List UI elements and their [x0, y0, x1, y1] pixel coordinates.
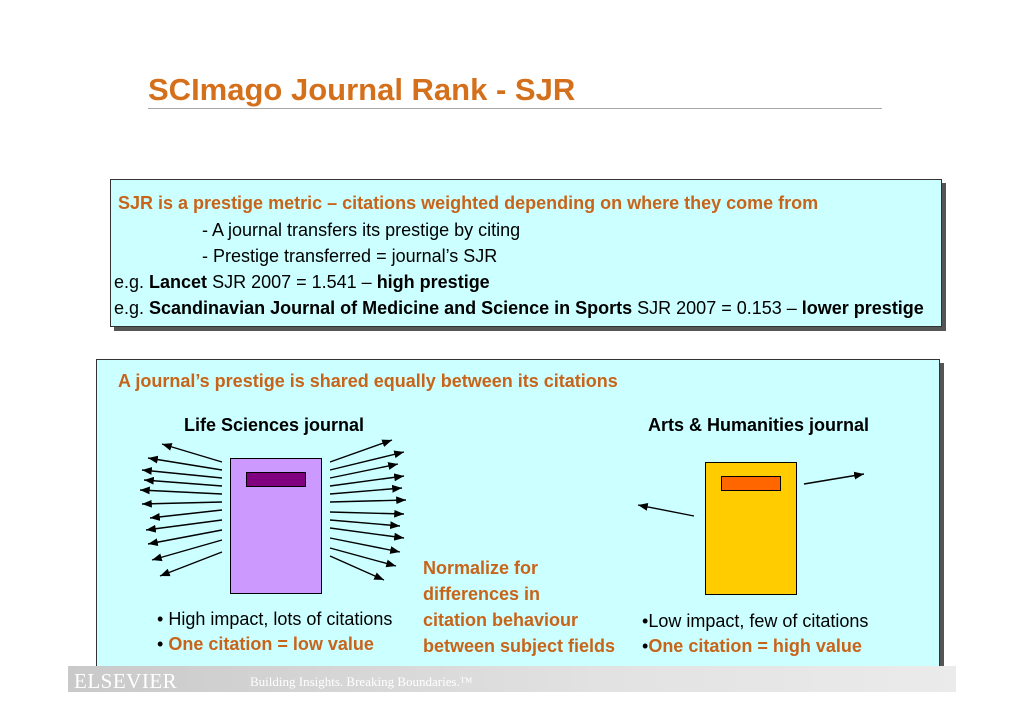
- citation-arrow: [329, 509, 405, 518]
- journal-name: Scandinavian Journal of Medicine and Sci…: [149, 298, 633, 318]
- title-rule: [148, 108, 882, 109]
- right-point-2: •One citation = high value: [642, 636, 862, 657]
- citation-arrow: [329, 547, 397, 568]
- point-text: One citation = low value: [168, 634, 374, 654]
- normalize-note-3: citation behaviour: [423, 610, 579, 630]
- right-point-1: •Low impact, few of citations: [642, 611, 868, 632]
- left-point-2: • One citation = low value: [157, 634, 374, 655]
- bullet: •: [642, 611, 649, 631]
- citation-arrow: [159, 551, 223, 577]
- definition-bullet-2: - Prestige transferred = journal’s SJR: [202, 246, 498, 266]
- prestige-verdict: high prestige: [376, 272, 490, 292]
- point-text: High impact, lots of citations: [168, 609, 393, 629]
- sjr-value: SJR 2007 = 0.153 –: [632, 298, 802, 318]
- citation-arrow: [329, 555, 385, 581]
- citation-arrow: [161, 443, 223, 463]
- definition-heading: SJR is a prestige metric – citations wei…: [118, 193, 819, 213]
- sjr-value: SJR 2007 = 1.541 –: [207, 272, 377, 292]
- bullet: •: [642, 636, 649, 656]
- sharing-heading: A journal’s prestige is shared equally b…: [118, 371, 618, 391]
- left-point-1: • High impact, lots of citations: [157, 609, 392, 630]
- citation-arrow: [145, 519, 223, 533]
- citation-arrow: [329, 439, 393, 463]
- citation-arrow: [329, 473, 405, 487]
- definition-box: [110, 179, 942, 327]
- citation-arrow: [149, 509, 223, 521]
- citation-arrow: [141, 499, 223, 508]
- citation-arrow: [637, 503, 695, 517]
- citation-arrow: [329, 484, 403, 495]
- citation-arrow: [329, 527, 405, 541]
- citation-arrow: [143, 476, 223, 487]
- bullet: •: [157, 609, 164, 629]
- citation-arrow: [329, 496, 407, 505]
- citation-arrow: [151, 539, 223, 562]
- citation-arrow: [147, 455, 223, 471]
- point-text: Low impact, few of citations: [648, 611, 869, 631]
- footer-tagline: Building Insights. Breaking Boundaries.™: [250, 674, 473, 689]
- normalize-note-4: between subject fields: [423, 636, 616, 656]
- journal-name: Lancet: [149, 272, 208, 292]
- citation-arrow: [329, 450, 405, 471]
- normalize-note-1: Normalize for: [423, 558, 539, 578]
- slide-title: SCImago Journal Rank - SJR: [148, 72, 576, 107]
- citation-arrow: [329, 462, 399, 479]
- life-sciences-label: Life Sciences journal: [184, 415, 365, 435]
- citation-arrow: [329, 537, 401, 554]
- citation-arrow: [329, 519, 401, 530]
- citation-arrow: [147, 529, 223, 547]
- arts-humanities-journal-label-bar: [721, 476, 781, 491]
- footer-band: [68, 666, 956, 692]
- normalize-note-2: differences in: [423, 584, 541, 604]
- bullet: •: [157, 634, 164, 654]
- citation-arrow: [803, 471, 865, 485]
- citation-arrow: [141, 467, 223, 479]
- point-text: One citation = high value: [648, 636, 862, 656]
- example-scandinavian: e.g. Scandinavian Journal of Medicine an…: [114, 298, 924, 319]
- definition-bullet-1: - A journal transfers its prestige by ci…: [202, 220, 521, 240]
- example-prefix: e.g.: [114, 298, 150, 318]
- arts-humanities-label: Arts & Humanities journal: [648, 415, 870, 435]
- example-prefix: e.g.: [114, 272, 150, 292]
- prestige-verdict: lower prestige: [801, 298, 924, 318]
- citation-arrow: [139, 486, 223, 495]
- example-lancet: e.g. Lancet SJR 2007 = 1.541 – high pres…: [114, 272, 490, 293]
- life-sciences-journal-label-bar: [246, 472, 306, 487]
- elsevier-logo: ELSEVIER: [74, 669, 178, 693]
